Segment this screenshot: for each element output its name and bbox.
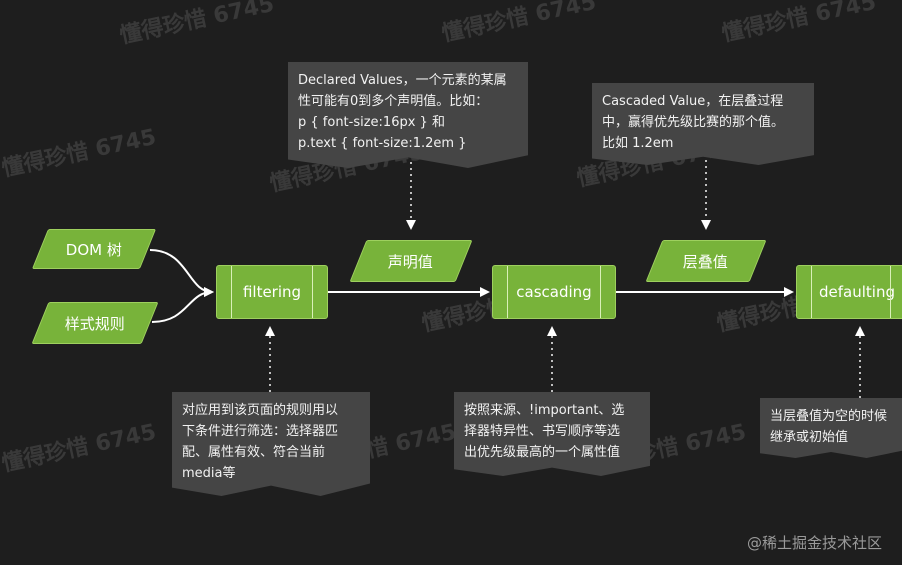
- note-filtering: 对应用到该页面的规则用以 下条件进行筛选：选择器匹 配、属性有效、符合当前 me…: [172, 392, 370, 496]
- input-style-rules-label: 样式规则: [64, 314, 125, 333]
- value-cascaded-label: 层叠值: [683, 252, 729, 271]
- input-dom-tree: DOM 树: [31, 229, 157, 269]
- value-declared-label: 声明值: [388, 252, 434, 271]
- process-filtering-label: filtering: [242, 283, 302, 301]
- brand-watermark: @稀土掘金技术社区: [746, 534, 882, 552]
- process-filtering: filtering: [216, 265, 328, 319]
- note-cascading: 按照来源、!important、选 择器特异性、书写顺序等选 出优先级最高的一个…: [454, 392, 650, 476]
- process-cascading-label: cascading: [516, 283, 592, 301]
- input-dom-tree-label: DOM 树: [65, 240, 123, 259]
- value-cascaded: 层叠值: [645, 240, 767, 282]
- input-style-rules: 样式规则: [31, 302, 159, 344]
- arrow-dom-to-filtering: [149, 249, 214, 297]
- process-defaulting: defaulting: [796, 265, 902, 319]
- note-cascaded-value: Cascaded Value，在层叠过程 中，赢得优先级比赛的那个值。 比如 1…: [592, 83, 814, 165]
- process-defaulting-label: defaulting: [819, 283, 895, 301]
- value-declared: 声明值: [349, 240, 473, 282]
- arrow-rules-to-filtering: [151, 287, 214, 323]
- note-defaulting: 当层叠值为空的时候 继承或初始值: [760, 398, 902, 458]
- process-cascading: cascading: [492, 265, 616, 319]
- note-declared-values: Declared Values，一个元素的某属 性可能有0到多个声明值。比如： …: [288, 62, 528, 168]
